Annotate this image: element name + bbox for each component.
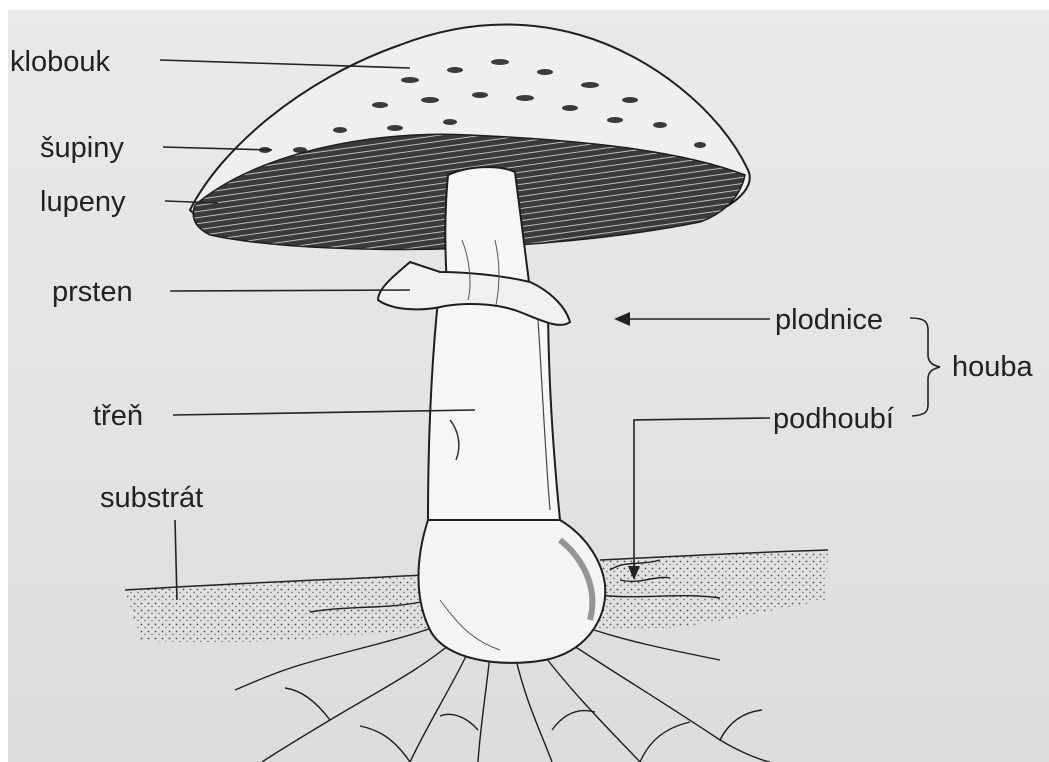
leader-prsten: [170, 290, 410, 291]
label-lupeny: lupeny: [40, 186, 126, 218]
label-plodnice: plodnice: [775, 304, 883, 336]
label-tren: třeň: [93, 400, 143, 432]
label-houba: houba: [952, 351, 1034, 383]
leader-podhoubi: [634, 418, 770, 575]
label-podhoubi: podhoubí: [773, 403, 894, 435]
label-klobouk: klobouk: [10, 46, 110, 78]
houba-bracket: [910, 318, 940, 416]
label-prsten: prsten: [52, 276, 133, 308]
label-substrat: substrát: [100, 482, 203, 514]
stem-base: [418, 520, 605, 663]
label-supiny: šupiny: [40, 132, 124, 164]
arrow-plodnice: [614, 312, 630, 326]
